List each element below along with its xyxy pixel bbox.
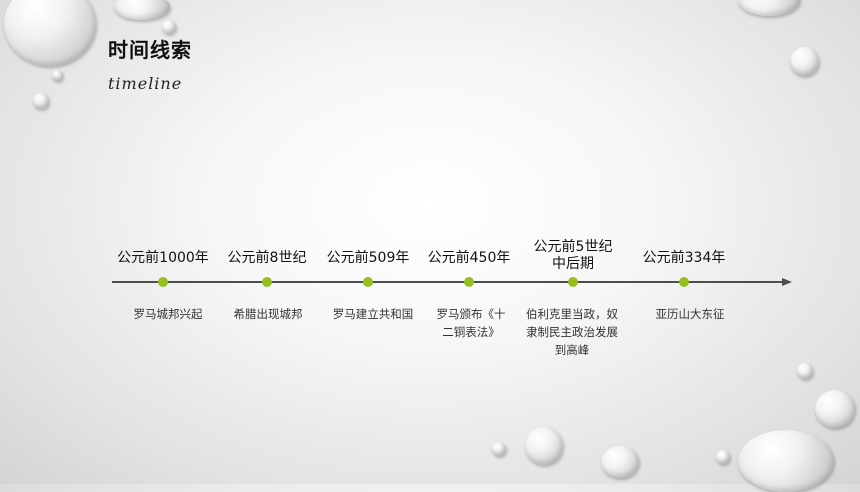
timeline-marker [363, 277, 373, 287]
timeline-marker [568, 277, 578, 287]
water-drop-decoration [716, 450, 730, 464]
water-drop-decoration [162, 20, 176, 34]
timeline-date: 公元前450年 [427, 250, 511, 266]
timeline-event-description: 罗马城邦兴起 [133, 307, 203, 321]
water-drop-decoration [797, 363, 813, 379]
timeline-marker [158, 277, 168, 287]
timeline-arrow-head [782, 278, 792, 286]
timeline-event-description: 罗马建立共和国 [332, 307, 414, 321]
water-drop-decoration [52, 70, 63, 81]
water-drop-decoration [4, 0, 96, 66]
water-drop-decoration [114, 0, 170, 20]
water-drop-decoration [738, 0, 800, 16]
timeline-date: 公元前334年 [642, 250, 726, 266]
timeline-date: 公元前5世纪中后期 [533, 239, 613, 272]
page-title: 时间线索 [108, 38, 192, 62]
water-drop-decoration [33, 93, 49, 109]
timeline-event-description: 罗马颁布《十二铜表法》 [436, 307, 506, 339]
timeline-date: 公元前509年 [326, 250, 410, 266]
timeline-marker [464, 277, 474, 287]
timeline-marker [262, 277, 272, 287]
water-drop-decoration [738, 430, 834, 492]
timeline-date: 公元前1000年 [117, 250, 209, 266]
water-drop-decoration [525, 427, 563, 465]
water-drop-decoration [492, 442, 506, 456]
timeline-event-description: 伯利克里当政，奴隶制民主政治发展到高峰 [526, 307, 618, 357]
water-drop-decoration [815, 390, 855, 428]
timeline-date: 公元前8世纪 [227, 250, 307, 266]
water-drop-decoration [790, 47, 819, 76]
timeline-event-description: 希腊出现城邦 [233, 307, 303, 321]
timeline-marker [679, 277, 689, 287]
page-subtitle: timeline [108, 74, 183, 93]
water-drop-decoration [601, 446, 639, 478]
timeline-axis [112, 281, 784, 283]
timeline-event-description: 亚历山大东征 [655, 307, 725, 321]
